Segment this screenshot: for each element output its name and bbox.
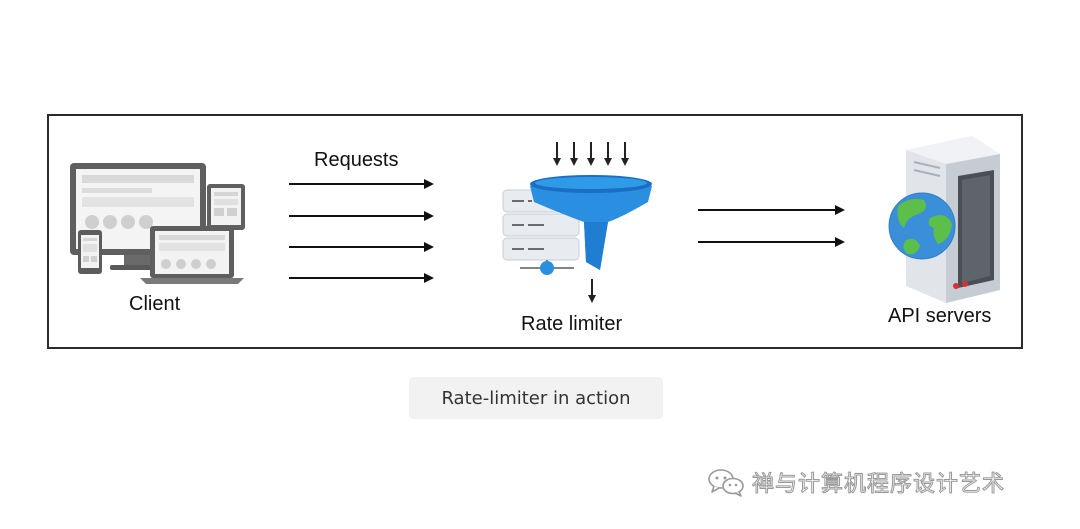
tablet-icon: [207, 184, 245, 230]
client-devices-icon: [70, 163, 245, 284]
client-label: Client: [129, 293, 181, 315]
api-servers-label: API servers: [888, 305, 992, 327]
caption-text: Rate-limiter in action: [441, 387, 631, 409]
rate-limiter-icon: [502, 142, 652, 303]
funnel-icon: [530, 175, 652, 270]
caption-box: Rate-limiter in action: [409, 377, 663, 419]
request-arrows: [289, 179, 434, 283]
watermark: 禅与计算机程序设计艺术: [706, 466, 1005, 498]
phone-icon: [78, 230, 102, 274]
globe-icon: [888, 192, 956, 260]
laptop-icon: [140, 226, 244, 284]
incoming-arrows: [553, 142, 629, 166]
rate-limiter-label: Rate limiter: [521, 313, 623, 335]
requests-label: Requests: [314, 149, 399, 171]
watermark-text: 禅与计算机程序设计艺术: [751, 472, 1006, 498]
forward-arrows: [698, 205, 845, 247]
wechat-icon: [708, 469, 744, 497]
server-tower-icon: [888, 136, 1000, 303]
